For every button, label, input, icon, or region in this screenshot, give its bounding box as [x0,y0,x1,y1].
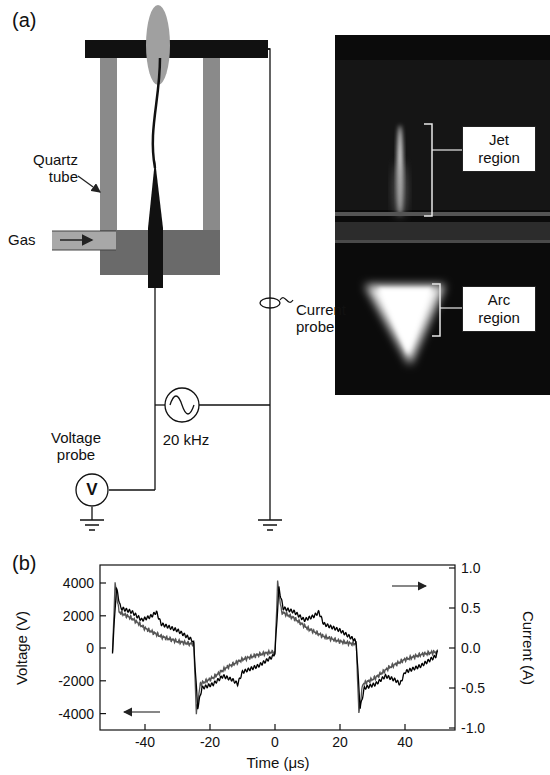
part-label: Current probe [296,301,358,336]
panel-letter: (b) [12,552,36,575]
panel-letter: (a) [12,9,36,32]
tick-label: 4000 [63,575,94,591]
axis-title: Time (μs) [246,754,309,771]
symbol-letter: V [86,480,97,500]
tick-label: 0.0 [461,640,480,656]
tick-label: -1.0 [461,720,485,736]
plasma-photo [335,35,550,395]
region-label: Jet region [469,131,529,167]
tick-label: 2000 [63,608,94,624]
tick-label: 0.5 [461,600,480,616]
tick-label: 0 [271,734,279,750]
tick-label: 1.0 [461,560,480,576]
waveforms [113,581,438,715]
tick-label: -2000 [58,673,94,689]
region-label-box: Arc region [462,286,536,332]
axis-title: Voltage (V) [13,611,30,685]
voltmeter-symbol: V [75,473,109,507]
tick-label: 20 [332,734,348,750]
axis-title: Current (A) [519,611,536,685]
tick-label: -40 [135,734,155,750]
source-label: 20 kHz [163,431,210,448]
region-label-box: Jet region [462,126,536,172]
tick-label: 40 [397,734,413,750]
current-trace [113,586,438,709]
part-label: Gas [8,231,36,248]
tick-label: -0.5 [461,680,485,696]
part-label: Quartz tube [22,151,78,186]
part-label: Voltage probe [45,429,107,464]
tick-label: -20 [200,734,220,750]
tick-label: -4000 [58,706,94,722]
plot-frame [100,565,455,730]
tick-label: 0 [86,640,94,656]
voltage-trace [113,581,438,715]
region-label: Arc region [469,291,529,327]
